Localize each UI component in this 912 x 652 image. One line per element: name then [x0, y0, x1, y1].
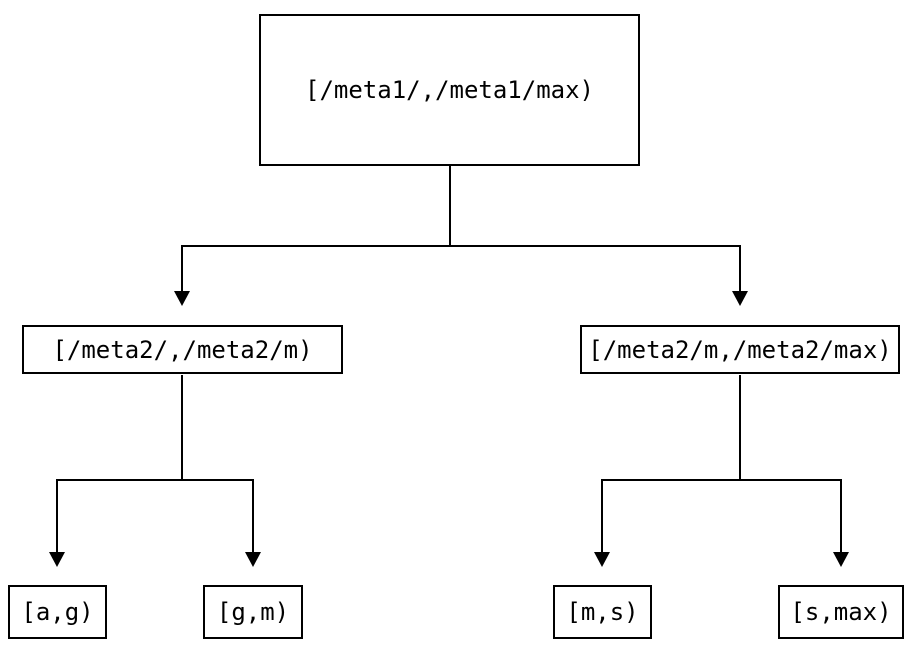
node-level2-right-label: [/meta2/m,/meta2/max): [588, 335, 892, 364]
node-root-label: [/meta1/,/meta1/max): [305, 76, 594, 104]
node-leaf-ms: [m,s): [553, 585, 652, 639]
node-leaf-gm-label: [g,m): [216, 598, 290, 626]
node-leaf-ag-label: [a,g): [21, 598, 94, 626]
arrowhead-to-level2-left: [174, 291, 190, 306]
node-root: [/meta1/,/meta1/max): [259, 14, 640, 166]
node-leaf-smax: [s,max): [778, 585, 904, 639]
arrowhead-to-leaf-ag: [49, 552, 65, 567]
node-level2-left: [/meta2/,/meta2/m): [22, 325, 343, 374]
edge-group-right-to-leaves: [594, 375, 849, 567]
node-leaf-gm: [g,m): [203, 585, 303, 639]
edge-group-root-to-level2: [174, 166, 748, 306]
arrowhead-to-leaf-gm: [245, 552, 261, 567]
node-level2-left-label: [/meta2/,/meta2/m): [52, 335, 313, 364]
edge-left-branch: [56, 479, 254, 553]
edge-group-left-to-leaves: [49, 375, 261, 567]
arrowhead-to-leaf-smax: [833, 552, 849, 567]
arrowhead-to-level2-right: [732, 291, 748, 306]
node-leaf-ag: [a,g): [8, 585, 107, 639]
edge-right-branch: [601, 479, 842, 553]
arrowhead-to-leaf-ms: [594, 552, 610, 567]
node-leaf-ms-label: [m,s): [566, 598, 639, 626]
node-leaf-smax-label: [s,max): [790, 598, 892, 626]
node-level2-right: [/meta2/m,/meta2/max): [580, 325, 900, 374]
edge-root-branch: [181, 245, 741, 292]
